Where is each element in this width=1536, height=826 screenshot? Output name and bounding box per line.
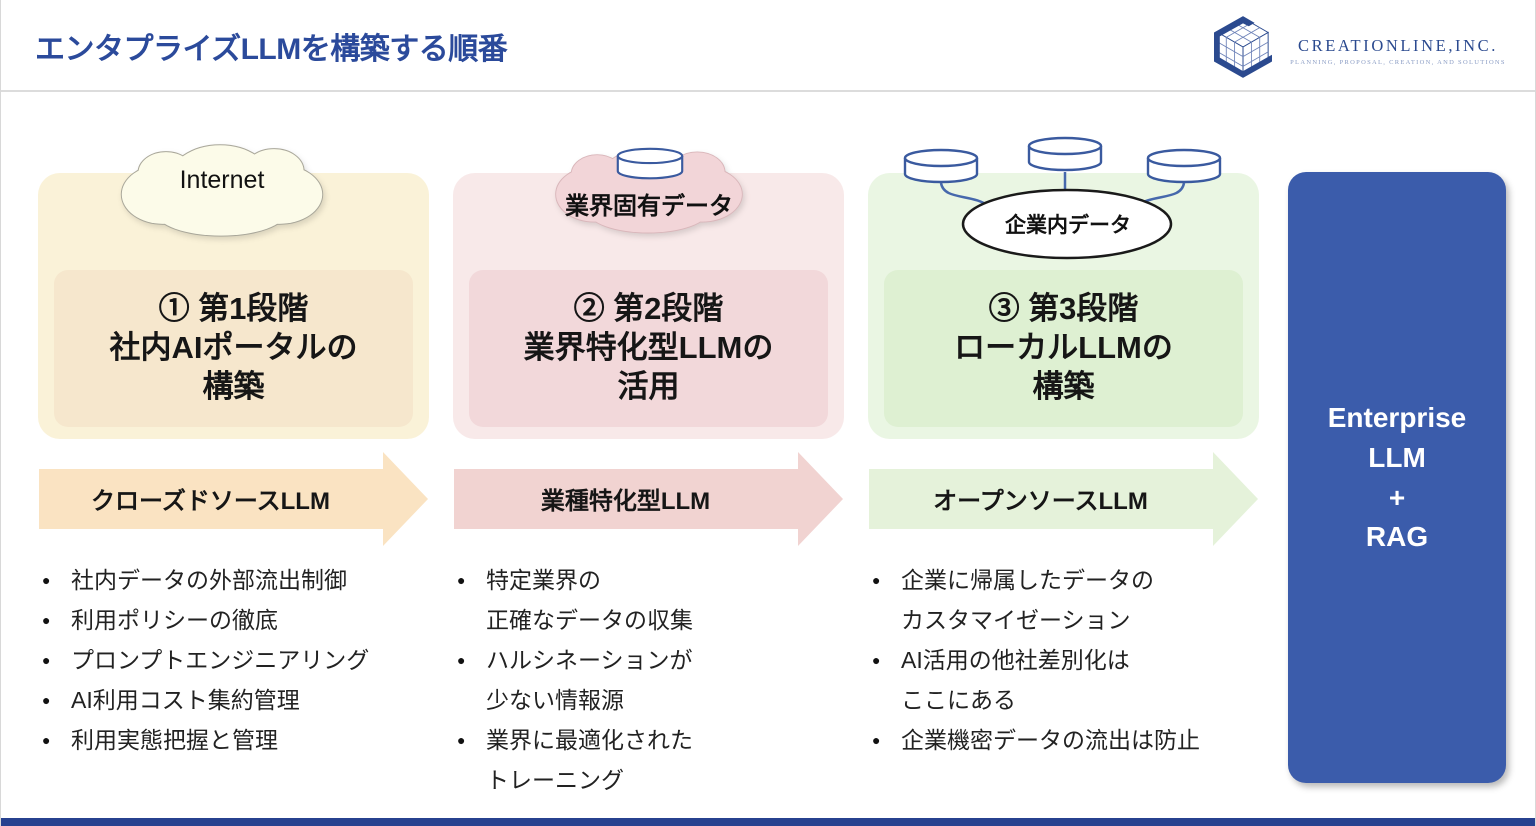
list-item: 特定業界の — [456, 560, 858, 600]
stage3-arrow — [869, 452, 1258, 546]
list-item: 利用実態把握と管理 — [41, 720, 443, 760]
list-item: AI活用の他社差別化は — [871, 640, 1273, 680]
enterprise-data-diagram — [903, 136, 1222, 260]
company-logo: CREATIONLINE,INC. PLANNING, PROPOSAL, CR… — [1214, 14, 1514, 80]
logo-tagline: PLANNING, PROPOSAL, CREATION, AND SOLUTI… — [1290, 59, 1506, 66]
cloud-label: 業界固有データ — [565, 193, 733, 220]
stage2-arrow — [454, 452, 843, 546]
stage2-bullet-list: 特定業界の 正確なデータの収集 ハルシネーションが 少ない情報源 業界に最適化さ… — [456, 560, 858, 800]
stage3-inner-box: ③ 第3段階 ローカルLLMの 構築 — [884, 270, 1243, 427]
list-item-continuation: ここにある — [901, 687, 1016, 713]
panel-label: Enterprise LLM + RAG — [1327, 402, 1467, 553]
list-item-continuation: 少ない情報源 — [486, 687, 624, 713]
list-item: 利用ポリシーの徹底 — [41, 600, 443, 640]
list-item: 企業に帰属したデータの — [871, 560, 1273, 600]
internet-cloud-icon — [120, 144, 324, 237]
enterprise-llm-rag-panel: Enterprise LLM + RAG — [1288, 172, 1506, 783]
list-item: AI利用コスト集約管理 — [41, 680, 443, 720]
page-title: エンタプライズLLMを構築する順番 — [35, 33, 508, 66]
cloud-label: Internet — [179, 165, 265, 194]
stage1-arrow-label: クローズドソースLLM — [91, 487, 330, 515]
cloud-label: 企業内データ — [1005, 214, 1131, 237]
stage-column-1: Internet ① 第1段階 社内AIポータルの 構築 クローズドソースLLM… — [38, 0, 430, 826]
title-divider — [1, 90, 1535, 92]
stage3-title: ③ 第3段階 ローカルLLMの 構築 — [954, 291, 1173, 404]
stage3-bullet-list: 企業に帰属したデータの カスタマイゼーション AI活用の他社差別化は ここにある… — [871, 560, 1273, 760]
list-item: ハルシネーションが — [456, 640, 858, 680]
list-item: プロンプトエンジニアリング — [41, 640, 443, 680]
stage1-title: ① 第1段階 社内AIポータルの 構築 — [109, 291, 358, 404]
stage3-arrow-label: オープンソースLLM — [933, 487, 1148, 515]
database-cylinder-icons — [903, 136, 1222, 184]
list-item: 社内データの外部流出制御 — [41, 560, 443, 600]
list-item: 企業機密データの流出は防止 — [871, 720, 1273, 760]
stage2-title: ② 第2段階 業界特化型LLMの 活用 — [523, 291, 774, 404]
enterprise-data-ellipse — [961, 188, 1173, 260]
stage1-arrow — [39, 452, 428, 546]
logo-text: CREATIONLINE,INC. PLANNING, PROPOSAL, CR… — [1282, 36, 1514, 66]
stage-column-3: 企業内データ ③ 第3段階 ローカルLLMの 構築 オープンソースLLM 企業に… — [868, 0, 1260, 826]
stage2-inner-box: ② 第2段階 業界特化型LLMの 活用 — [469, 270, 828, 427]
database-cylinder-icon — [616, 147, 684, 180]
stage-column-2: 業界固有データ ② 第2段階 業界特化型LLMの 活用 業種特化型LLM 特定業… — [453, 0, 845, 826]
logo-cube-icon — [1214, 16, 1272, 78]
list-item: 業界に最適化された — [456, 720, 858, 760]
industry-data-cloud-icon — [555, 147, 743, 234]
bottom-accent-bar — [1, 818, 1535, 826]
stage2-arrow-label: 業種特化型LLM — [540, 487, 711, 515]
stage1-inner-box: ① 第1段階 社内AIポータルの 構築 — [54, 270, 413, 427]
list-item-continuation: 正確なデータの収集 — [486, 607, 693, 633]
list-item-continuation: トレーニング — [486, 767, 624, 793]
logo-company-name: CREATIONLINE,INC. — [1297, 36, 1498, 55]
list-item-continuation: カスタマイゼーション — [901, 607, 1131, 633]
stage1-bullet-list: 社内データの外部流出制御 利用ポリシーの徹底 プロンプトエンジニアリング AI利… — [41, 560, 443, 760]
